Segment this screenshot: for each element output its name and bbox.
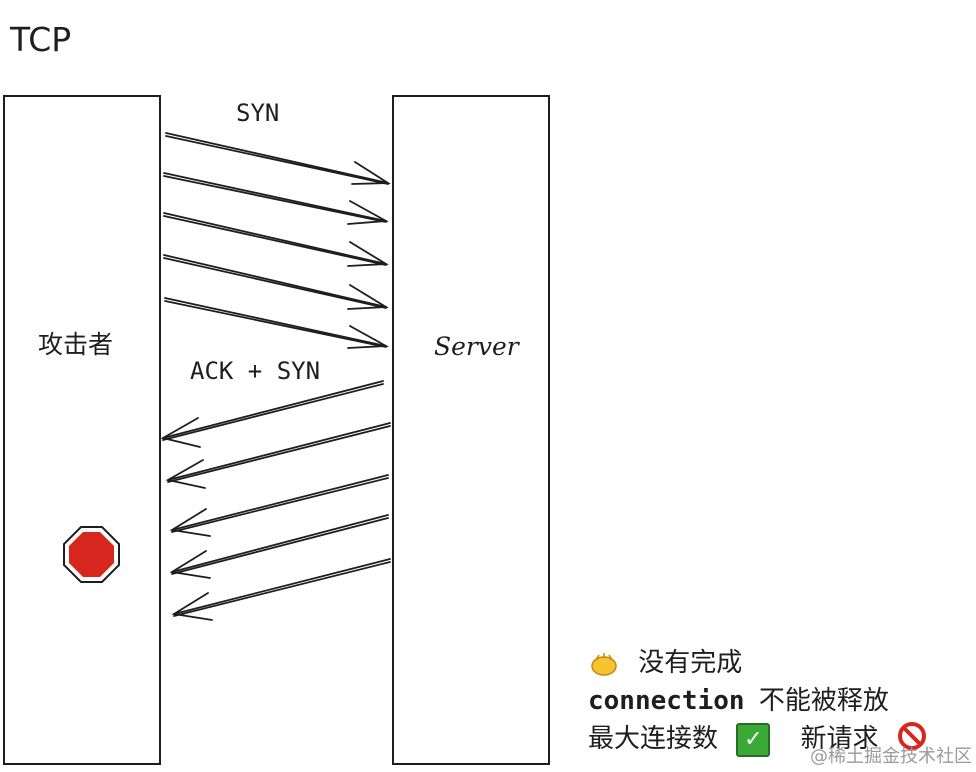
diagram-title: TCP	[10, 20, 72, 59]
syn-arrow	[165, 132, 391, 185]
check-mark-icon: ✓	[736, 722, 771, 757]
legend-not-completed: 没有完成	[638, 648, 743, 678]
legend-cannot-release: 不能被释放	[758, 686, 889, 716]
watermark: @稀土掘金技术社区	[810, 746, 972, 767]
syn-label: SYN	[236, 99, 279, 127]
legend-line-1: 没有完成	[590, 642, 742, 679]
syn-arrow	[163, 172, 390, 225]
ack-syn-arrow	[171, 558, 391, 621]
syn-arrow	[163, 212, 389, 267]
legend-new-request: 新请求	[800, 724, 879, 754]
ack-syn-arrow	[160, 380, 384, 448]
syn-arrows	[163, 132, 391, 349]
ack-syn-arrow	[169, 474, 389, 537]
attacker-label: 攻击者	[38, 330, 113, 359]
legend-line-3: 最大连接数 ✓ 新请求	[588, 718, 927, 758]
legend-max-connections: 最大连接数	[588, 724, 719, 754]
syn-arrow	[163, 254, 389, 310]
legend-connection-code: connection	[588, 686, 745, 716]
server-label: Server	[434, 332, 521, 361]
server-box	[392, 95, 550, 765]
clapping-hands-icon	[590, 652, 618, 676]
ack-syn-arrow	[165, 422, 391, 489]
legend-line-2: connection 不能被释放	[588, 680, 889, 717]
ack-syn-arrows	[160, 380, 391, 621]
ack-syn-label: ACK + SYN	[190, 357, 320, 385]
attacker-box	[3, 95, 161, 765]
ack-syn-arrow	[169, 514, 389, 579]
stop-sign-icon	[63, 526, 120, 583]
syn-arrow	[164, 297, 390, 349]
prohibited-icon	[897, 721, 927, 758]
